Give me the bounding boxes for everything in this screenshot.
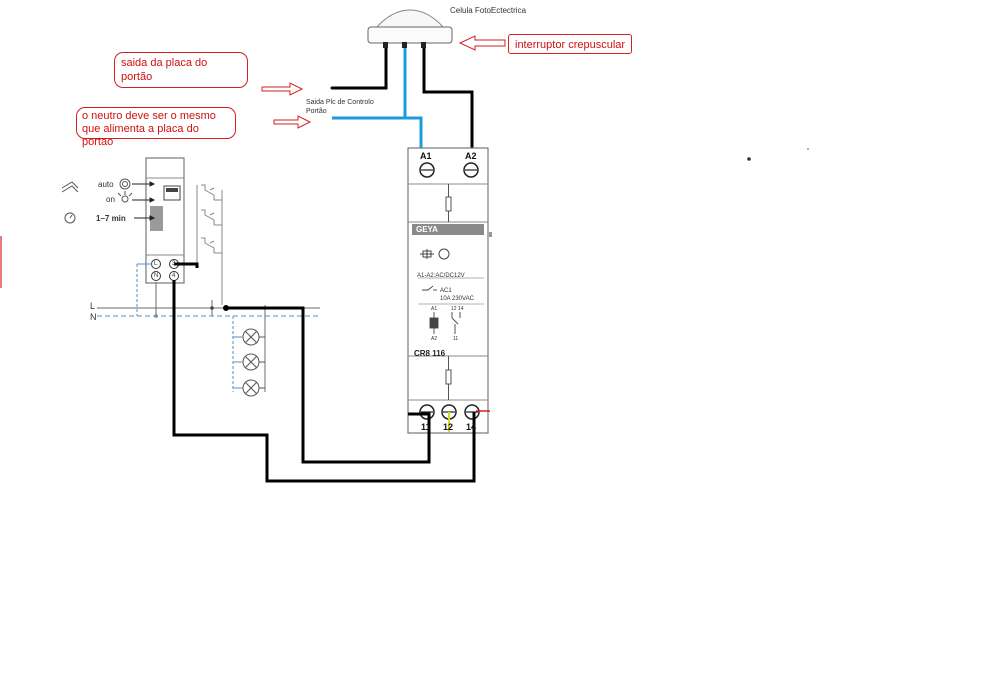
blue-neutral-wires: [332, 48, 423, 162]
arrow-to-neutral: [273, 115, 312, 129]
relay-label-11: 11: [421, 422, 431, 432]
relay-label-14: 14: [466, 422, 477, 432]
relay-module: [407, 147, 492, 434]
arrow-to-photocell: [458, 35, 506, 51]
note-twilight-switch: interruptor crepuscular: [508, 34, 632, 54]
timer-range-label: 1–7 min: [96, 214, 126, 223]
pushbuttons: [196, 184, 223, 305]
relay-brand: GEYA: [416, 225, 438, 234]
relay-schematic-12-14: 12 14: [451, 306, 464, 312]
lamp-2: [233, 353, 265, 371]
stair-timer-module: [145, 157, 185, 284]
note-gate-output: saida da placa do portão: [114, 52, 248, 88]
relay-contact-label: AC1: [440, 288, 452, 294]
relay-schematic-11: 11: [453, 336, 459, 342]
relay-led-icon: [438, 248, 450, 260]
gate-plc-label: Saida Plc de Controlo Portão: [306, 99, 374, 115]
mains-neutral-label: N: [90, 312, 97, 322]
stray-dot-2: [807, 148, 809, 150]
note-neutral: o neutro deve ser o mesmo que alimenta a…: [76, 107, 236, 148]
relay-schematic: [429, 312, 461, 334]
line-junction: [223, 305, 229, 311]
relay-contact-symbol: [422, 285, 437, 291]
timer-auto-label: auto: [98, 180, 114, 189]
relay-schematic-a2: A2: [431, 336, 438, 342]
black-control-wires: [172, 262, 476, 483]
timer-terminal-n: N: [154, 273, 159, 279]
timer-terminal-4: 4: [172, 273, 176, 279]
arrow-to-gate-output: [261, 82, 304, 96]
lamps: [233, 328, 265, 397]
relay-label-a2: A2: [465, 151, 477, 161]
stray-dot: [747, 157, 751, 161]
photocell-black-wires: [332, 48, 474, 162]
timer-terminal-l: L: [154, 261, 158, 267]
relay-model: CR8 116: [414, 349, 446, 358]
timer-mode-icons: [61, 178, 133, 224]
relay-label-12: 12: [443, 422, 454, 432]
timer-terminal-3: 3: [172, 261, 176, 267]
relay-contact-rating: 10A 230VAC: [440, 296, 474, 302]
relay-label-a1: A1: [420, 151, 432, 161]
lamp-1: [233, 328, 265, 346]
timer-pointer-arrows: [132, 181, 156, 221]
timer-on-label: on: [106, 195, 115, 204]
relay-coil-rating: A1-A2:AC/DC12V: [417, 273, 465, 279]
lamp-3: [233, 379, 265, 397]
photocell-sensor: [367, 9, 453, 48]
relay-coil-icon: [420, 249, 434, 259]
relay-schematic-a1: A1: [431, 306, 438, 312]
photocell-title: Celula FotoEctectrica: [450, 6, 527, 15]
mains-lines: [97, 263, 320, 392]
clock-icon: [64, 212, 76, 224]
mains-line-label: L: [90, 301, 96, 311]
